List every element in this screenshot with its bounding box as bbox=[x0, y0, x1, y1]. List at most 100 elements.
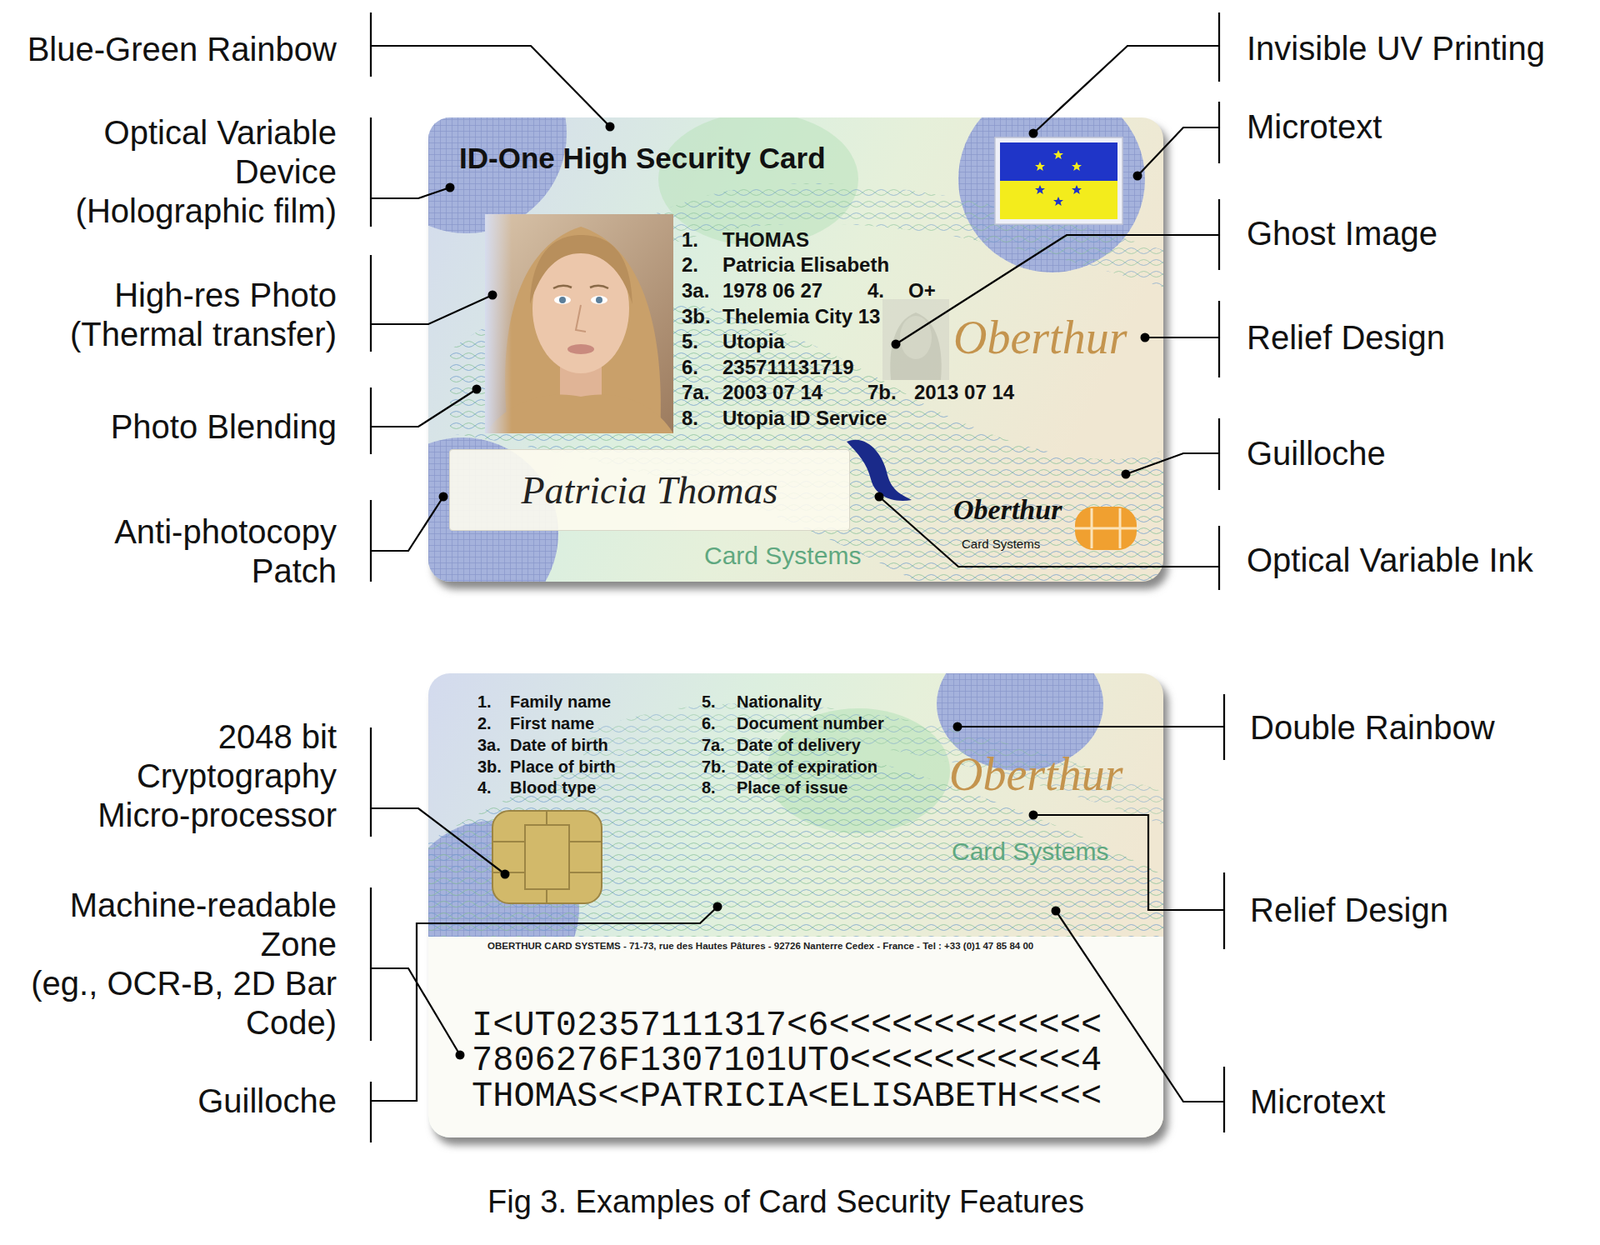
field-name: Document number bbox=[736, 713, 885, 734]
field-value: Thelemia City 13 bbox=[722, 305, 880, 330]
leader-line bbox=[370, 12, 610, 127]
field-value: 2013 07 14 bbox=[914, 380, 1015, 405]
leader-line bbox=[370, 255, 493, 352]
logo-text: Card Systems bbox=[961, 536, 1040, 552]
flag bbox=[995, 137, 1123, 225]
logo-mark bbox=[1075, 506, 1137, 550]
callout-label: Invisible UV Printing bbox=[1246, 29, 1545, 69]
leader-line bbox=[1137, 101, 1220, 176]
label-line: Photo Blending bbox=[110, 407, 337, 447]
field-value: 2003 07 14 bbox=[722, 380, 823, 405]
field-value: THOMAS bbox=[722, 228, 810, 253]
field-number: 1. bbox=[477, 691, 492, 712]
field-value: 1978 06 27 bbox=[722, 279, 823, 304]
callout-label: Guilloche bbox=[197, 1081, 337, 1121]
label-line: Microtext bbox=[1250, 1082, 1385, 1122]
leader-line bbox=[1033, 12, 1220, 134]
mrz-ground bbox=[428, 936, 1164, 1138]
front-card-art bbox=[428, 117, 1164, 582]
field-number: 3a. bbox=[681, 279, 710, 304]
figure-caption: Fig 3. Examples of Card Security Feature… bbox=[0, 1182, 1572, 1221]
leader-line bbox=[370, 387, 477, 455]
ghost-image bbox=[882, 299, 950, 380]
callout-label: Relief Design bbox=[1246, 318, 1445, 358]
callout-label: High-res Photo (Thermal transfer) bbox=[70, 275, 337, 355]
label-line: Guilloche bbox=[1246, 434, 1386, 474]
field-name: Nationality bbox=[736, 691, 822, 712]
label-line: Double Rainbow bbox=[1250, 708, 1495, 748]
field-name: First name bbox=[510, 713, 595, 734]
field-number: 7b. bbox=[701, 756, 726, 777]
callout-label: Blue-Green Rainbow bbox=[27, 30, 337, 70]
label-line: Ghost Image bbox=[1246, 214, 1438, 254]
mrz-line: I<UT02357111317<6<<<<<<<<<<<<< bbox=[471, 1005, 1102, 1047]
leader-line bbox=[1145, 300, 1220, 378]
label-line: Device bbox=[75, 152, 337, 192]
label-line: 2048 bit bbox=[97, 717, 337, 757]
callout-label: Optical Variable Ink bbox=[1246, 540, 1534, 580]
field-number: 3b. bbox=[681, 305, 711, 330]
label-line: Relief Design bbox=[1250, 890, 1449, 930]
label-line: Guilloche bbox=[197, 1081, 337, 1121]
label-line: Zone bbox=[30, 925, 337, 965]
callout-label: Double Rainbow bbox=[1250, 708, 1495, 748]
label-line: Anti-photocopy bbox=[114, 512, 337, 552]
callout-label: Optical Variable Device (Holographic fil… bbox=[75, 113, 337, 231]
field-name: Family name bbox=[510, 691, 611, 712]
field-number: 7b. bbox=[867, 380, 897, 405]
callout-label: Relief Design bbox=[1250, 890, 1449, 930]
id-card-front: ID-One High Security Card1.THOMAS2.Patri… bbox=[428, 117, 1164, 582]
callout-label: Photo Blending bbox=[110, 407, 337, 447]
back-card-art bbox=[428, 673, 1164, 1138]
field-number: 3a. bbox=[477, 735, 501, 755]
label-line: Micro-processor bbox=[97, 795, 337, 835]
anti-photocopy-patch: Patricia Thomas bbox=[449, 449, 850, 531]
leader-line bbox=[370, 887, 460, 1055]
label-line: (Thermal transfer) bbox=[70, 315, 337, 355]
guilloche-band bbox=[428, 737, 1164, 937]
mrz-line: THOMAS<<PATRICIA<ELISABETH<<<< bbox=[471, 1075, 1102, 1118]
callout-label: Machine-readable Zone (eg., OCR-B, 2D Ba… bbox=[30, 885, 337, 1043]
label-line: Optical Variable bbox=[75, 113, 337, 153]
label-line: Optical Variable Ink bbox=[1246, 540, 1534, 580]
field-value: Patricia Elisabeth bbox=[722, 253, 890, 278]
label-line: Code) bbox=[30, 1003, 337, 1043]
id-card-back: 1.Family name2.First name3a.Date of birt… bbox=[428, 673, 1164, 1138]
field-number: 4. bbox=[867, 279, 885, 304]
field-number: 5. bbox=[681, 330, 699, 355]
field-number: 7a. bbox=[681, 380, 710, 405]
watermark: Oberthur bbox=[949, 746, 1123, 803]
watermark: Card Systems bbox=[704, 540, 861, 571]
field-number: 6. bbox=[701, 713, 716, 734]
callout-label: Microtext bbox=[1250, 1082, 1385, 1122]
watermark: Card Systems bbox=[951, 836, 1109, 867]
field-number: 7a. bbox=[701, 735, 725, 755]
leader-line bbox=[370, 496, 444, 582]
callout-label: 2048 bit Cryptography Micro-processor bbox=[97, 717, 337, 835]
field-number: 3b. bbox=[477, 756, 502, 777]
watermark: Oberthur bbox=[953, 310, 1127, 366]
label-line: Relief Design bbox=[1246, 318, 1445, 358]
field-name: Place of issue bbox=[736, 777, 848, 798]
field-name: Date of birth bbox=[510, 735, 609, 755]
label-line: Invisible UV Printing bbox=[1246, 29, 1545, 69]
leader-line bbox=[370, 727, 505, 875]
leader-dots bbox=[439, 122, 1150, 1060]
chip bbox=[492, 810, 602, 904]
mrz-line: 7806276F1307101UTO<<<<<<<<<<<4 bbox=[471, 1040, 1102, 1082]
label-line: Blue-Green Rainbow bbox=[27, 30, 337, 70]
leader-lines bbox=[370, 12, 1225, 1143]
label-line: Cryptography bbox=[97, 756, 337, 796]
field-value: 235711131719 bbox=[722, 355, 855, 380]
guilloche-band bbox=[583, 703, 1164, 825]
card-title: ID-One High Security Card bbox=[459, 140, 826, 176]
label-line: High-res Photo bbox=[70, 275, 337, 315]
field-number: 6. bbox=[681, 355, 699, 380]
signature: Patricia Thomas bbox=[450, 467, 850, 514]
leader-line bbox=[1125, 418, 1220, 490]
callout-label: Anti-photocopy Patch bbox=[114, 512, 337, 591]
callout-label: Ghost Image bbox=[1246, 214, 1438, 254]
callout-label: Guilloche bbox=[1246, 434, 1386, 474]
label-line: (Holographic film) bbox=[75, 191, 337, 231]
field-name: Date of expiration bbox=[736, 756, 878, 777]
